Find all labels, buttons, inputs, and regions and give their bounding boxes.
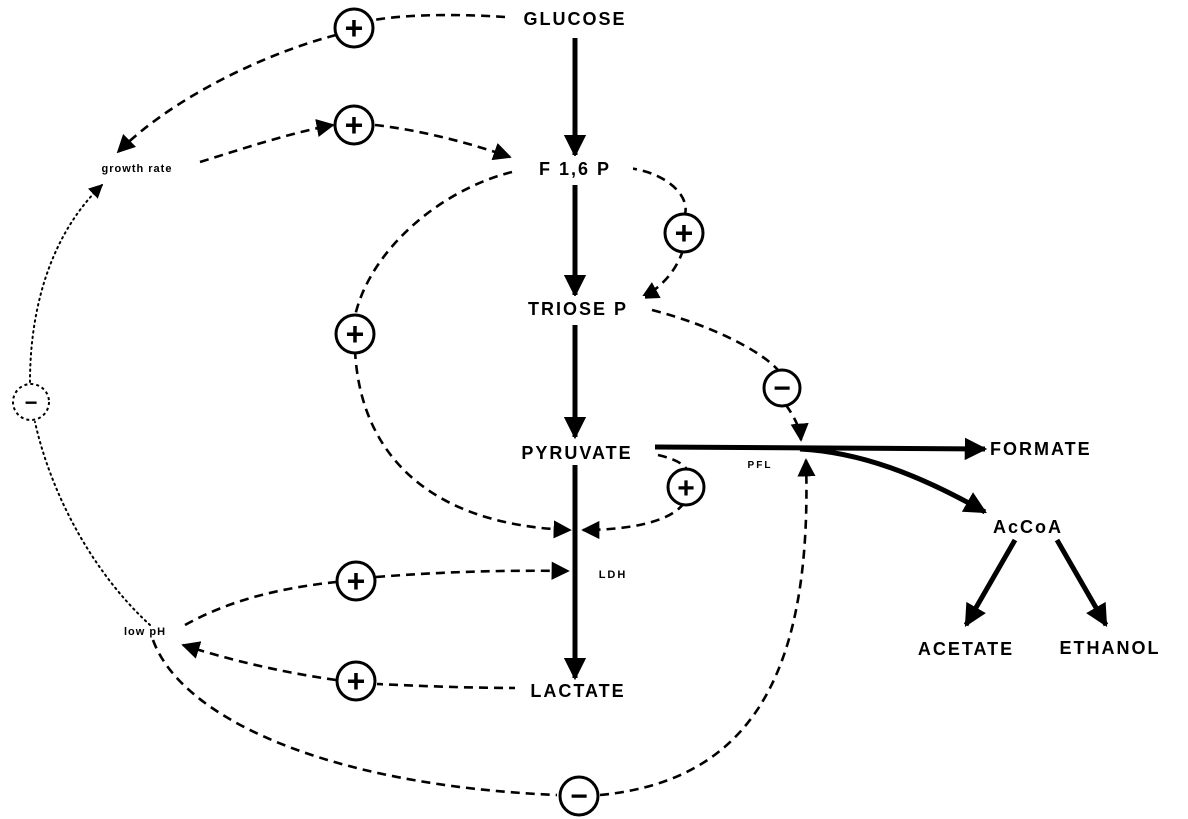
svg-text:+: + xyxy=(346,316,365,352)
node-f16p: F 1,6 P xyxy=(539,159,611,179)
plus-sign-lactate: + xyxy=(335,660,377,702)
plus-sign-low-ph-ldh: + xyxy=(335,560,377,602)
dashed-plus-left-to-ldh xyxy=(353,349,572,539)
node-growth-rate: growth rate xyxy=(102,163,173,175)
svg-text:+: + xyxy=(347,663,366,699)
dashed-glucose-to-plus xyxy=(373,13,506,22)
svg-text:+: + xyxy=(675,215,694,251)
node-formate: FORMATE xyxy=(990,439,1092,459)
arrow-pyruvate-to-accoa xyxy=(799,446,987,515)
dashed-f16p-to-plus-left xyxy=(353,170,513,317)
plus-sign-pyruvate: + xyxy=(666,467,706,507)
node-triose-p: TRIOSE P xyxy=(528,299,628,319)
svg-text:−: − xyxy=(25,390,38,415)
dashed-growth-rate-to-plus xyxy=(199,119,335,164)
dotted-minus-left-to-growth-rate xyxy=(29,184,104,383)
svg-text:−: − xyxy=(773,372,791,405)
dashed-plus-right-to-triose-p xyxy=(640,249,685,300)
dashed-triose-p-to-minus xyxy=(651,308,779,371)
plus-sign-f16p-right: + xyxy=(663,212,705,254)
minus-sign-left-dotted: − xyxy=(12,383,50,421)
arrow-pyruvate-to-formate xyxy=(654,437,988,461)
dashed-pyruvate-to-plus xyxy=(657,453,688,471)
dashed-plus-to-f16p xyxy=(374,123,512,161)
minus-sign-bottom: − xyxy=(558,775,600,817)
dashed-plus-to-low-ph xyxy=(181,641,337,682)
svg-text:+: + xyxy=(347,563,366,599)
svg-text:+: + xyxy=(345,10,364,46)
minus-sign-triose: − xyxy=(762,368,802,408)
dashed-low-ph-to-plus xyxy=(184,580,337,627)
dashed-low-ph-to-minus-bottom xyxy=(151,639,558,797)
dashed-f16p-to-plus-right xyxy=(627,166,687,215)
svg-text:+: + xyxy=(677,472,695,505)
enzyme-ldh: LDH xyxy=(599,569,628,581)
dashed-lactate-to-plus xyxy=(376,682,519,690)
arrow-accoa-to-acetate xyxy=(963,538,1018,627)
dotted-low-ph-to-minus-left xyxy=(34,421,151,626)
dashed-plus-to-growth-rate xyxy=(116,33,337,154)
node-ethanol: ETHANOL xyxy=(1060,638,1161,658)
dashed-plus-to-ldh xyxy=(581,502,686,540)
dashed-minus-bottom-to-pfl xyxy=(599,458,816,797)
node-pyruvate: PYRUVATE xyxy=(521,443,632,463)
dashed-minus-to-pfl xyxy=(784,404,809,442)
svg-text:+: + xyxy=(345,107,364,143)
node-lactate: LACTATE xyxy=(530,681,625,701)
svg-text:−: − xyxy=(570,780,588,813)
plus-sign-top: + xyxy=(333,7,375,49)
dashed-plus-to-ldh-low-ph xyxy=(375,561,570,580)
enzyme-pfl: PFL xyxy=(748,460,773,471)
node-acetate: ACETATE xyxy=(918,639,1014,659)
arrow-accoa-to-ethanol xyxy=(1054,538,1109,627)
node-accoa: AcCoA xyxy=(993,517,1063,537)
node-low-ph: low pH xyxy=(124,626,166,638)
plus-sign-growth: + xyxy=(333,104,375,146)
plus-sign-f16p-left: + xyxy=(334,313,376,355)
node-glucose: GLUCOSE xyxy=(523,9,626,29)
